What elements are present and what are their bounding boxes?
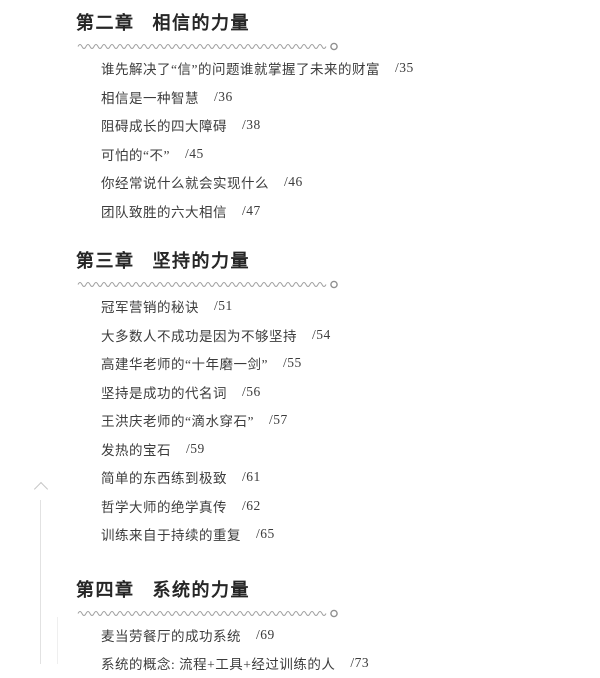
toc-entry: 简单的东西练到极致/61	[101, 463, 560, 492]
divider-end-circle	[330, 280, 338, 289]
toc-entry-page: /46	[284, 174, 303, 190]
toc-entry-title: 谁先解决了“信”的问题谁就掌握了未来的财富	[101, 62, 380, 78]
squiggle-divider	[77, 609, 338, 617]
toc-entry-page: /73	[350, 655, 370, 671]
toc-entry-page: /61	[242, 469, 261, 485]
toc-entry: 坚持是成功的代名词/56	[101, 378, 560, 407]
chapter-section: 第四章系统的力量 麦当劳餐厅的成功系统/69 系统的概念: 流程+工具+经过训练…	[76, 577, 560, 678]
toc-entry-page: /57	[268, 412, 288, 428]
toc-entry-page: /69	[256, 626, 275, 642]
toc-entry-page: /54	[312, 326, 331, 342]
chapter-section: 第二章相信的力量 谁先解决了“信”的问题谁就掌握了未来的财富/35 相信是一种智…	[76, 10, 560, 225]
toc-entry: 王洪庆老师的“滴水穿石” /57	[101, 406, 560, 435]
toc-entry: 训练来自于持续的重复/65	[101, 520, 560, 549]
toc-entry: 你经常说什么就会实现什么/46	[101, 168, 560, 197]
toc-entry-page: /59	[186, 440, 205, 456]
toc-entry: 系统的概念: 流程+工具+经过训练的人/73	[101, 649, 560, 678]
chapter-title: 第三章坚持的力量	[76, 248, 560, 274]
toc-entry-title: 王洪庆老师的“滴水穿石”	[101, 414, 254, 430]
toc-entry: 冠军营销的秘诀/51	[101, 292, 560, 321]
toc-entry-page: /65	[256, 526, 275, 542]
toc-entry-page: /38	[242, 117, 261, 133]
toc-entry: 团队致胜的六大相信/47	[101, 197, 560, 226]
chapter-entry-list: 冠军营销的秘诀/51 大多数人不成功是因为不够坚持/54 高建华老师的“十年磨一…	[76, 292, 560, 549]
toc-entry-title: 阻碍成长的四大障碍	[101, 119, 227, 135]
toc-entry-title: 高建华老师的“十年磨一剑”	[101, 357, 268, 373]
chapter-title: 第二章相信的力量	[76, 10, 560, 36]
chapter-name: 相信的力量	[152, 13, 250, 33]
chapter-number: 第四章	[76, 579, 135, 600]
toc-entry-title: 系统的概念: 流程+工具+经过训练的人	[101, 657, 336, 673]
toc-entry: 阻碍成长的四大障碍/38	[101, 111, 560, 140]
toc-entry-title: 团队致胜的六大相信	[101, 204, 227, 220]
toc-entry: 发热的宝石/59	[101, 435, 560, 464]
toc-entry-page: /35	[394, 60, 414, 76]
chapter-entry-list: 麦当劳餐厅的成功系统/69 系统的概念: 流程+工具+经过训练的人/73	[76, 621, 560, 678]
toc-entry-title: 简单的东西练到极致	[101, 471, 227, 487]
toc-entry-title: 你经常说什么就会实现什么	[101, 176, 269, 192]
toc-entry-page: /55	[282, 355, 302, 371]
chapter-title: 第四章系统的力量	[76, 577, 560, 603]
toc-entry: 可怕的“不” /45	[101, 140, 560, 169]
toc-entry: 谁先解决了“信”的问题谁就掌握了未来的财富/35	[101, 54, 560, 83]
chapter-name: 系统的力量	[152, 579, 250, 600]
squiggle-divider	[77, 280, 338, 289]
page-edge-line	[57, 617, 58, 664]
chapter-name: 坚持的力量	[152, 251, 250, 271]
toc-entry-page: /45	[184, 145, 204, 161]
toc-entry-title: 大多数人不成功是因为不够坚持	[101, 328, 297, 344]
toc-entry-title: 可怕的“不”	[101, 147, 170, 163]
toc-entry-title: 训练来自于持续的重复	[101, 528, 241, 544]
chapter-number: 第二章	[76, 13, 135, 33]
toc-entry: 大多数人不成功是因为不够坚持/54	[101, 321, 560, 350]
toc-entry: 哲学大师的绝学真传/62	[101, 492, 560, 521]
chapter-section: 第三章坚持的力量 冠军营销的秘诀/51 大多数人不成功是因为不够坚持/54 高建…	[76, 248, 560, 549]
toc-entry-page: /36	[214, 88, 233, 104]
chapter-number: 第三章	[76, 251, 135, 271]
toc-entry-page: /56	[242, 383, 261, 399]
toc-entry-title: 坚持是成功的代名词	[101, 385, 227, 401]
toc-entry-page: /62	[242, 497, 261, 513]
toc-entry: 麦当劳餐厅的成功系统/69	[101, 621, 560, 650]
toc-entry-title: 冠军营销的秘诀	[101, 300, 199, 316]
toc-entry-title: 发热的宝石	[101, 442, 171, 458]
divider-end-circle	[330, 609, 338, 617]
chapter-entry-list: 谁先解决了“信”的问题谁就掌握了未来的财富/35 相信是一种智慧/36 阻碍成长…	[76, 54, 560, 225]
toc-entry-page: /47	[242, 202, 261, 218]
toc-entry-title: 哲学大师的绝学真传	[101, 499, 227, 515]
toc-entry: 相信是一种智慧/36	[101, 83, 560, 112]
scroll-indicator-line	[40, 500, 41, 664]
squiggle-divider	[77, 42, 338, 51]
toc-entry-title: 相信是一种智慧	[101, 90, 199, 106]
toc-entry-title: 麦当劳餐厅的成功系统	[101, 628, 241, 644]
toc-entry-page: /51	[214, 298, 233, 314]
toc-entry: 高建华老师的“十年磨一剑” /55	[101, 349, 560, 378]
divider-end-circle	[330, 42, 338, 51]
